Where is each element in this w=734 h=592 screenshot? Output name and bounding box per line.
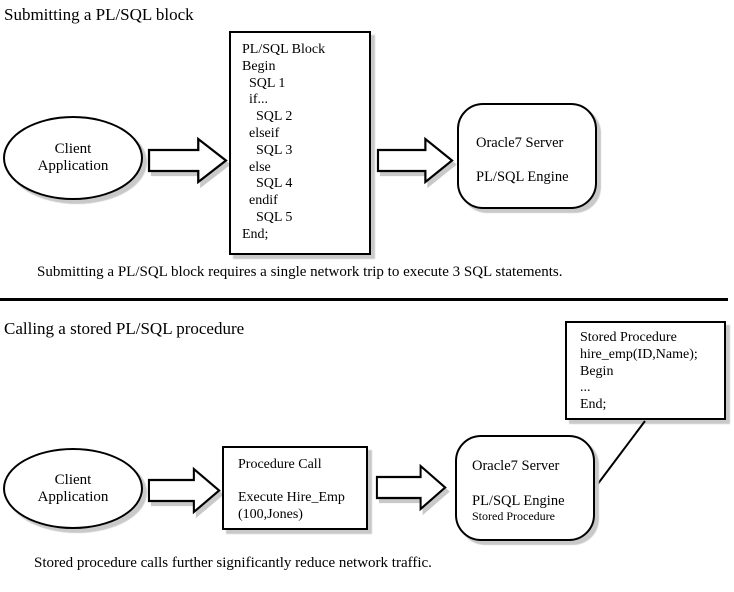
- plsql-block-line: SQL 1: [242, 75, 286, 91]
- client-application-ellipse: Client Application: [3, 448, 143, 529]
- server-label-line1: Oracle7 Server: [476, 135, 564, 151]
- stored-procedure-line: Stored Procedure: [580, 330, 677, 345]
- client-label-line1: Client: [54, 471, 92, 488]
- server-label-line3: Stored Procedure: [472, 509, 555, 523]
- plsql-block-line: endif: [242, 193, 278, 209]
- client-application-ellipse: Client Application: [3, 116, 143, 200]
- procedure-call-box: Procedure Call Execute Hire_Emp (100,Jon…: [222, 446, 368, 530]
- plsql-block-line: else: [242, 159, 271, 175]
- oracle7-server-box: Oracle7 Server PL/SQL Engine Stored Proc…: [455, 435, 595, 541]
- block-arrow-icon: [376, 136, 454, 185]
- stored-procedure-line: Begin: [580, 363, 614, 379]
- section1-caption: Submitting a PL/SQL block requires a sin…: [37, 264, 563, 280]
- server-label-line1: Oracle7 Server: [472, 458, 560, 474]
- plsql-block-line: SQL 4: [242, 176, 293, 192]
- server-label-line2: PL/SQL Engine: [472, 493, 565, 509]
- plsql-block-line: SQL 5: [242, 209, 293, 225]
- stored-procedure-line: hire_emp(ID,Name);: [580, 346, 698, 362]
- stored-procedure-box: Stored Procedure hire_emp(ID,Name); Begi…: [565, 321, 726, 420]
- server-label-line2: PL/SQL Engine: [476, 169, 569, 185]
- oracle7-server-box: Oracle7 Server PL/SQL Engine: [457, 103, 597, 209]
- block-arrow-icon: [147, 136, 228, 185]
- plsql-block-line: SQL 2: [242, 109, 293, 125]
- plsql-block-line: if...: [242, 92, 269, 108]
- plsql-block-line: elseif: [242, 125, 280, 141]
- block-arrow-icon: [375, 463, 447, 512]
- stored-procedure-line: ...: [580, 380, 591, 396]
- section2-title: Calling a stored PL/SQL procedure: [4, 319, 245, 338]
- plsql-block-line: SQL 3: [242, 142, 293, 158]
- plsql-block-line: Begin: [242, 58, 276, 74]
- procedure-call-line1: Execute Hire_Emp: [238, 489, 345, 505]
- callout-connector-line: [593, 420, 646, 490]
- stored-procedure-line: End;: [580, 397, 607, 413]
- block-arrow-icon: [147, 466, 221, 515]
- plsql-block-box: PL/SQL Block Begin SQL 1 if... SQL 2 els…: [229, 31, 371, 255]
- procedure-call-line2: (100,Jones): [238, 506, 303, 522]
- plsql-block-line: End;: [242, 226, 269, 242]
- procedure-call-title: Procedure Call: [238, 457, 322, 472]
- client-label-line2: Application: [37, 158, 109, 174]
- client-label-line2: Application: [37, 488, 109, 505]
- section2-caption: Stored procedure calls further significa…: [34, 555, 432, 571]
- section1-title: Submitting a PL/SQL block: [4, 5, 194, 24]
- plsql-block-line: PL/SQL Block: [242, 42, 326, 57]
- client-label-line1: Client: [54, 141, 92, 157]
- section-divider: [0, 298, 728, 301]
